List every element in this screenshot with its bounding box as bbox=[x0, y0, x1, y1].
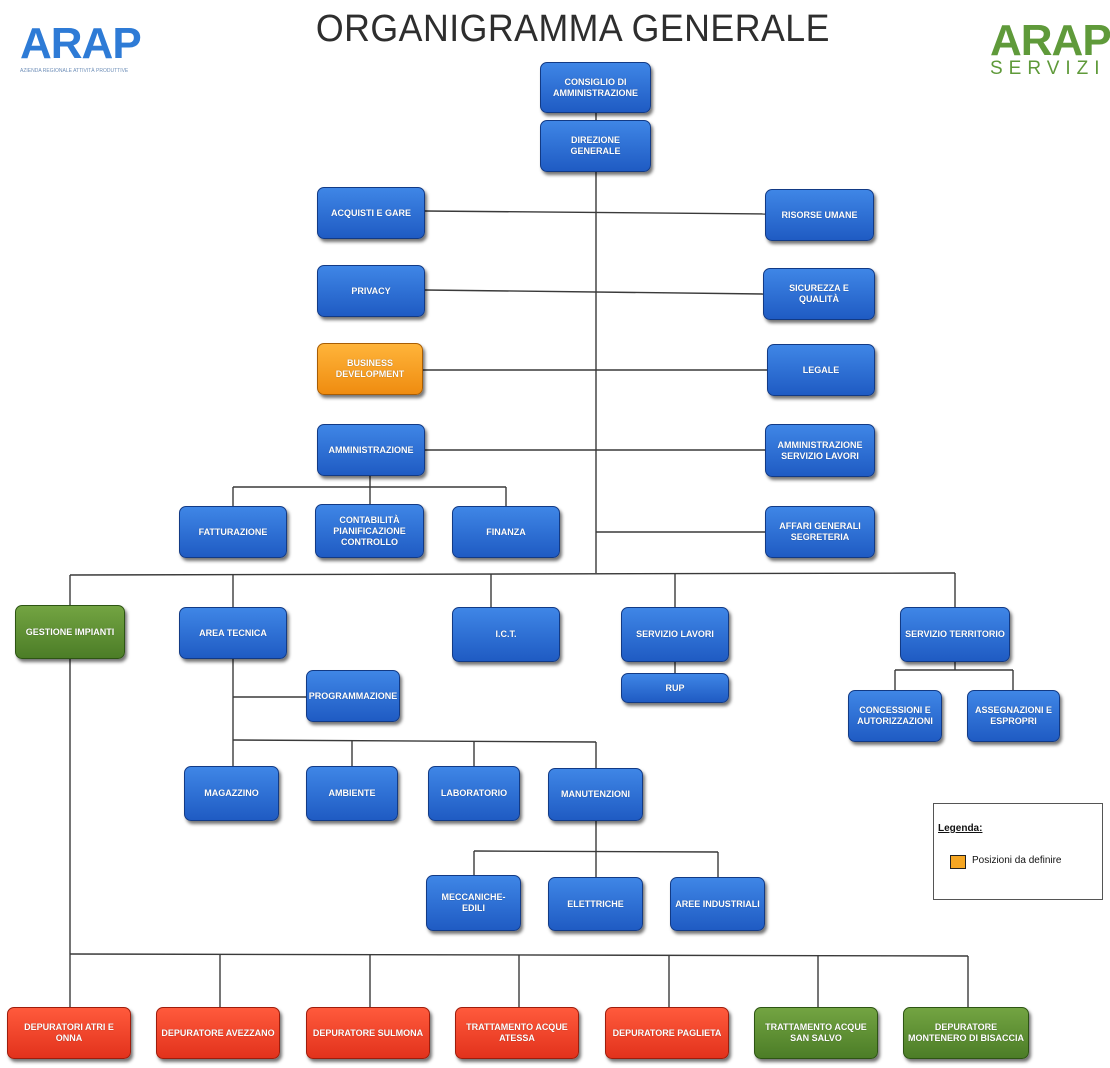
legend-title: Legenda: bbox=[938, 823, 983, 834]
node-ict: I.C.T. bbox=[452, 607, 560, 662]
node-aree-industriali: AREE INDUSTRIALI bbox=[670, 877, 765, 931]
node-direzione-generale: DIREZIONE GENERALE bbox=[540, 120, 651, 172]
legend-swatch-orange bbox=[950, 855, 966, 869]
node-trattamento-acque-atessa: TRATTAMENTO ACQUE ATESSA bbox=[455, 1007, 579, 1059]
arap-logo-tagline: AZIENDA REGIONALE ATTIVITÀ PRODUTTIVE bbox=[20, 68, 129, 74]
connector bbox=[232, 739, 597, 743]
node-area-tecnica: AREA TECNICA bbox=[179, 607, 287, 659]
connector bbox=[473, 850, 719, 853]
node-trattamento-acque-san-salvo: TRATTAMENTO ACQUE SAN SALVO bbox=[754, 1007, 878, 1059]
node-rup: RUP bbox=[621, 673, 729, 703]
node-affari-generali-segreteria: AFFARI GENERALI SEGRETERIA bbox=[765, 506, 875, 558]
node-risorse-umane: RISORSE UMANE bbox=[765, 189, 874, 241]
node-depuratore-montenero-di-bisaccia: DEPURATORE MONTENERO DI BISACCIA bbox=[903, 1007, 1029, 1059]
node-sicurezza-e-qualita: SICUREZZA E QUALITÀ bbox=[763, 268, 875, 320]
node-depuratore-sulmona: DEPURATORE SULMONA bbox=[306, 1007, 430, 1059]
node-depuratore-avezzano: DEPURATORE AVEZZANO bbox=[156, 1007, 280, 1059]
node-programmazione: PROGRAMMAZIONE bbox=[306, 670, 400, 722]
node-consiglio-di-amministrazione: CONSIGLIO DI AMMINISTRAZIONE bbox=[540, 62, 651, 113]
node-magazzino: MAGAZZINO bbox=[184, 766, 279, 821]
node-meccaniche-edili: MECCANICHE-EDILI bbox=[426, 875, 521, 931]
node-acquisti-e-gare: ACQUISTI E GARE bbox=[317, 187, 425, 239]
arap-logo-text: ARAP bbox=[20, 19, 142, 68]
node-privacy: PRIVACY bbox=[317, 265, 425, 317]
node-finanza: FINANZA bbox=[452, 506, 560, 558]
node-manutenzioni: MANUTENZIONI bbox=[548, 768, 643, 821]
node-business-development: BUSINESS DEVELOPMENT bbox=[317, 343, 423, 395]
arap-logo: ARAP AZIENDA REGIONALE ATTIVITÀ PRODUTTI… bbox=[20, 19, 142, 75]
node-gestione-impianti: GESTIONE IMPIANTI bbox=[15, 605, 125, 659]
page-title: ORGANIGRAMMA GENERALE bbox=[315, 8, 830, 50]
node-concessioni-e-autorizzazioni: CONCESSIONI E AUTORIZZAZIONI bbox=[848, 690, 942, 742]
node-amministrazione: AMMINISTRAZIONE bbox=[317, 424, 425, 476]
node-amministrazione-servizio-lavori: AMMINISTRAZIONE SERVIZIO LAVORI bbox=[765, 424, 875, 477]
node-contabilita-pianificazione-controllo: CONTABILITÀ PIANIFICAZIONE CONTROLLO bbox=[315, 504, 424, 558]
node-servizio-territorio: SERVIZIO TERRITORIO bbox=[900, 607, 1010, 662]
node-servizio-lavori: SERVIZIO LAVORI bbox=[621, 607, 729, 662]
connector bbox=[69, 572, 956, 576]
node-assegnazioni-e-espropri: ASSEGNAZIONI E ESPROPRI bbox=[967, 690, 1060, 742]
arap-servizi-logo-text: ARAP bbox=[990, 16, 1110, 65]
node-fatturazione: FATTURAZIONE bbox=[179, 506, 287, 558]
legend-label: Posizioni da definire bbox=[972, 855, 1062, 866]
node-laboratorio: LABORATORIO bbox=[428, 766, 520, 821]
connector bbox=[424, 210, 766, 215]
node-legale: LEGALE bbox=[767, 344, 875, 396]
node-elettriche: ELETTRICHE bbox=[548, 877, 643, 931]
arap-servizi-logo-subtext: SERVIZI bbox=[990, 58, 1106, 79]
arap-servizi-logo: ARAP SERVIZI bbox=[990, 16, 1110, 80]
node-depuratore-paglieta: DEPURATORE PAGLIETA bbox=[605, 1007, 729, 1059]
connector bbox=[424, 289, 764, 295]
legend: Legenda: Posizioni da definire bbox=[933, 803, 1103, 900]
node-ambiente: AMBIENTE bbox=[306, 766, 398, 821]
node-depuratori-atri-e-onna: DEPURATORI ATRI E ONNA bbox=[7, 1007, 131, 1059]
